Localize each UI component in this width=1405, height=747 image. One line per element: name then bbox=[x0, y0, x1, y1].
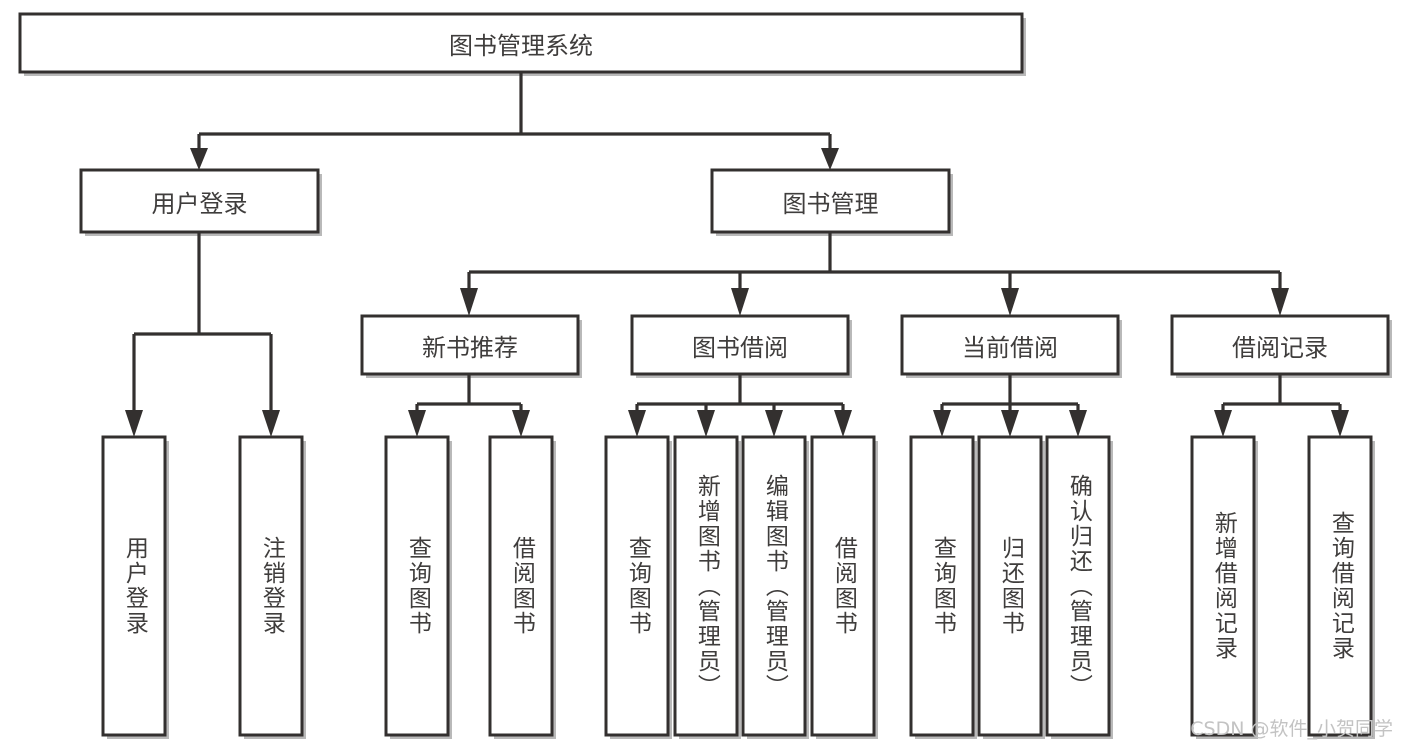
arrow-new-book-recommend bbox=[460, 288, 478, 316]
arrow-confirm-return bbox=[1069, 410, 1087, 437]
arrow-query-book-3 bbox=[933, 410, 951, 437]
node-book-borrow[interactable] bbox=[630, 314, 852, 378]
leaf-box-borrow-book-1[interactable] bbox=[488, 435, 556, 739]
node-book-management[interactable] bbox=[710, 168, 953, 236]
leaf-box-user-login[interactable] bbox=[101, 435, 169, 739]
arrow-current-borrow bbox=[1001, 288, 1019, 316]
leaf-box-query-book-2[interactable] bbox=[604, 435, 672, 739]
arrow-return-book bbox=[1001, 410, 1019, 437]
leaf-box-add-book[interactable] bbox=[673, 435, 741, 739]
arrow-query-book-1 bbox=[408, 410, 426, 437]
arrow-query-record bbox=[1331, 410, 1349, 437]
leaf-box-edit-book[interactable] bbox=[741, 435, 809, 739]
node-borrow-record[interactable] bbox=[1170, 314, 1392, 378]
arrow-add-book bbox=[697, 410, 715, 437]
leaf-box-borrow-book-2[interactable] bbox=[810, 435, 878, 739]
leaf-box-add-record[interactable] bbox=[1190, 435, 1258, 739]
node-user-login[interactable] bbox=[79, 168, 322, 236]
node-root[interactable] bbox=[18, 12, 1026, 76]
watermark-text: CSDN @软件_小贺同学 bbox=[1190, 718, 1393, 740]
arrow-edit-book bbox=[765, 410, 783, 437]
arrow-borrow-book-2 bbox=[834, 410, 852, 437]
arrow-query-book-2 bbox=[628, 410, 646, 437]
node-current-borrow[interactable] bbox=[900, 314, 1122, 378]
arrow-leaf-logout bbox=[262, 410, 280, 437]
leaf-box-query-book-1[interactable] bbox=[384, 435, 452, 739]
arrow-leaf-user-login bbox=[125, 410, 143, 437]
arrow-borrow-book-1 bbox=[512, 410, 530, 437]
node-new-book-recommend[interactable] bbox=[360, 314, 582, 378]
arrow-book-management bbox=[821, 148, 839, 170]
arrow-book-borrow bbox=[731, 288, 749, 316]
leaf-box-query-book-3[interactable] bbox=[909, 435, 977, 739]
leaf-box-confirm-return[interactable] bbox=[1045, 435, 1113, 739]
leaf-box-query-record[interactable] bbox=[1307, 435, 1375, 739]
leaf-box-return-book[interactable] bbox=[977, 435, 1045, 739]
arrow-user-login bbox=[190, 148, 208, 170]
arrow-borrow-record bbox=[1271, 288, 1289, 316]
leaf-box-logout[interactable] bbox=[238, 435, 306, 739]
arrow-add-record bbox=[1214, 410, 1232, 437]
